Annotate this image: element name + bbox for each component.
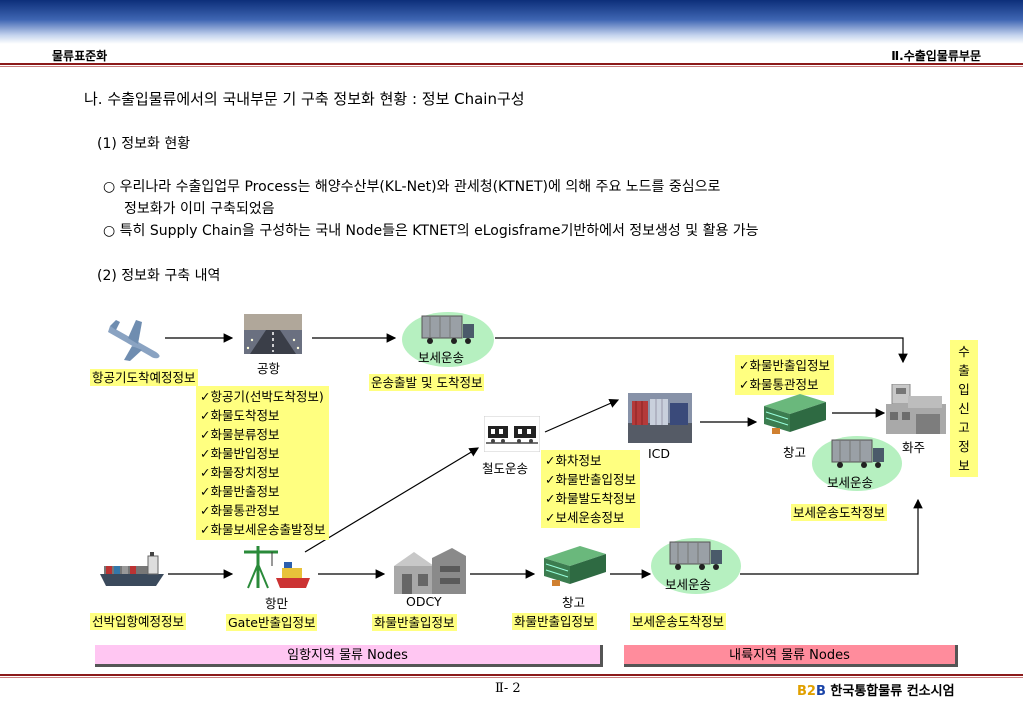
- logo-letter: B: [815, 684, 826, 699]
- rail-info-item: ✓화물반출입정보: [545, 472, 636, 487]
- ship-arrival-info: 선박입항예정정보: [90, 613, 187, 630]
- transport-departure-arrival-info: 운송출발 및 도착정보: [369, 374, 485, 391]
- vertical-char: 보: [958, 458, 970, 473]
- bonded-arrival-info-right: 보세운송도착정보: [791, 504, 888, 521]
- vertical-char: 신: [958, 401, 970, 416]
- odcy-label: ODCY: [406, 594, 442, 609]
- airport-info-item: ✓화물도착정보: [200, 408, 280, 423]
- warehouse-bottom-label: 창고: [562, 595, 586, 610]
- page-number: Ⅱ- 2: [495, 681, 521, 696]
- rail-info-list: ✓화차정보 ✓화물반출입정보 ✓화물발도착정보 ✓보세운송정보: [541, 450, 640, 528]
- inland-area-nodes-bar: 내륙지역 물류 Nodes: [624, 645, 958, 667]
- arrow-port-to-rail: [304, 447, 480, 553]
- gate-in-out-info: Gate반출입정보: [226, 614, 318, 631]
- logo-letter: B: [797, 684, 807, 699]
- vertical-char: 정: [958, 439, 970, 454]
- odcy-cargo-in-out-info: 화물반출입정보: [372, 614, 457, 631]
- truck-icon-bottom: [669, 541, 722, 570]
- icd-label: ICD: [648, 446, 671, 461]
- bullet1-line1: ○ 우리나라 수출입업무 Process는 해양수산부(KL-Net)와 관세청…: [103, 179, 721, 195]
- organization-name: 한국통합물류 컨소시엄: [830, 684, 955, 699]
- owner-info-item: ✓화물통관정보: [739, 377, 819, 392]
- import-export-declaration-info-vertical: 수 출 입 신 고 정 보: [950, 340, 978, 477]
- airport-info-list: ✓항공기(선박도착정보) ✓화물도착정보 ✓화물분류정보 ✓화물반입정보 ✓화물…: [196, 386, 330, 540]
- aircraft-arrival-info: 항공기도착예정정보: [90, 369, 198, 386]
- logo-letter: 2: [806, 684, 816, 699]
- warehouse-icon-right: [764, 394, 826, 434]
- warehouse-cargo-in-out-info: 화물반출입정보: [512, 613, 597, 630]
- rail-info-item: ✓화차정보: [545, 453, 602, 468]
- icd-container-yard-icon: [628, 393, 692, 443]
- header-right-title: Ⅱ.수출입물류부문: [891, 49, 981, 63]
- b2b-logo: B2B: [797, 684, 826, 699]
- vertical-char: 수: [958, 344, 970, 359]
- vertical-char: 출: [958, 363, 970, 378]
- bullet1-line2: 정보화가 이미 구축되었음: [124, 201, 275, 217]
- header-rule-thin: [0, 66, 1023, 67]
- truck-icon-right: [831, 439, 884, 468]
- airport-info-item: ✓화물반입정보: [200, 446, 280, 461]
- arrow-bonded-to-owner: [495, 337, 908, 364]
- airport-info-item: ✓항공기(선박도착정보): [200, 389, 324, 404]
- sub2-title: (2) 정보화 구축 내역: [97, 268, 221, 284]
- rail-info-item: ✓보세운송정보: [545, 510, 625, 525]
- port-crane-icon: [244, 546, 310, 589]
- ship-icon: [100, 552, 164, 586]
- owner-info-list: ✓화물반출입정보 ✓화물통관정보: [735, 355, 834, 395]
- port-area-nodes-bar: 임항지역 물류 Nodes: [95, 645, 603, 667]
- truck-icon-top: [421, 315, 474, 344]
- odcy-warehouse-icon: [394, 548, 466, 594]
- airport-info-item: ✓화물보세운송출발정보: [200, 522, 326, 537]
- owner-info-item: ✓화물반출입정보: [739, 358, 830, 373]
- bullet2: ○ 특히 Supply Chain을 구성하는 국내 Node들은 KTNET의…: [103, 223, 759, 239]
- airport-info-item: ✓화물장치정보: [200, 465, 280, 480]
- rail-icon: [484, 416, 540, 452]
- header-rule: [0, 63, 1023, 65]
- bonded-bottom-label: 보세운송: [665, 577, 712, 592]
- bonded-arrival-info-bottom: 보세운송도착정보: [630, 613, 727, 630]
- header-banner: [0, 0, 1023, 44]
- warehouse-right-label: 창고: [783, 445, 807, 460]
- airport-info-item: ✓화물분류정보: [200, 427, 280, 442]
- port-label: 항만: [265, 596, 289, 611]
- bonded-right-label: 보세운송: [827, 475, 874, 490]
- airport-info-item: ✓화물통관정보: [200, 503, 280, 518]
- arrow-rail-to-icd: [544, 398, 620, 433]
- rail-info-item: ✓화물발도착정보: [545, 491, 636, 506]
- rail-label: 철도운송: [482, 461, 529, 476]
- header-left-title: 물류표준화: [52, 49, 108, 63]
- section-title: 나. 수출입물류에서의 국내부문 기 구축 정보화 현황 : 정보 Chain구…: [84, 90, 525, 108]
- airport-info-item: ✓화물반출정보: [200, 484, 280, 499]
- owner-building-icon: [886, 384, 946, 434]
- footer-brand: B2B 한국통합물류 컨소시엄: [797, 680, 955, 699]
- footer-rule-thin: [0, 677, 1023, 678]
- vertical-char: 고: [958, 420, 970, 435]
- airport-label: 공항: [257, 361, 281, 376]
- arrow-bonded-to-owner-bottom: [740, 498, 923, 575]
- airplane-icon: [108, 320, 160, 361]
- sub1-title: (1) 정보화 현황: [97, 136, 191, 152]
- bonded-top-label: 보세운송: [418, 350, 465, 365]
- airport-runway-icon: [244, 314, 302, 354]
- footer-rule: [0, 674, 1023, 676]
- warehouse-icon-bottom: [544, 546, 606, 586]
- vertical-char: 입: [958, 382, 970, 397]
- owner-label: 화주: [902, 440, 926, 455]
